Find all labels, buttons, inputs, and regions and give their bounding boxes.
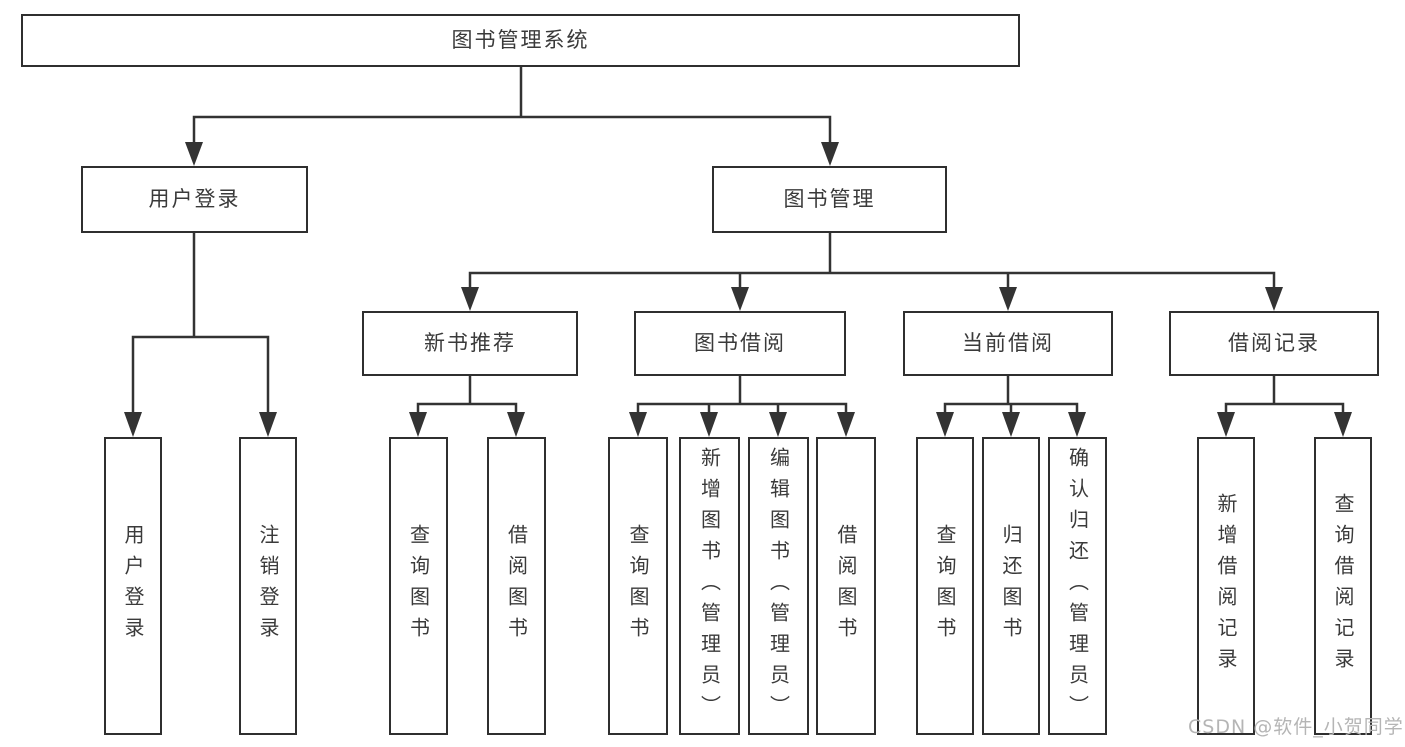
csdn-watermark: CSDN @软件_小贺同学 xyxy=(1188,716,1404,738)
leaf-edit-books-admin: 编辑图书（管理员） xyxy=(748,437,809,735)
leaf-logout-label: 注销登录 xyxy=(256,524,280,648)
node-borrowing-records-label: 借阅记录 xyxy=(1228,331,1320,355)
connector-current-borrow-children xyxy=(936,376,1086,437)
node-library-system-label: 图书管理系统 xyxy=(451,28,590,52)
node-user-login-branch-label: 用户登录 xyxy=(148,187,241,211)
leaf-user-login: 用户登录 xyxy=(104,437,162,735)
connector-book-mgmt-children xyxy=(461,233,1283,311)
leaf-query-books-3: 查询图书 xyxy=(916,437,974,735)
node-current-borrowing: 当前借阅 xyxy=(903,311,1113,376)
leaf-borrow-books-2: 借阅图书 xyxy=(816,437,876,735)
leaf-add-books-admin: 新增图书（管理员） xyxy=(679,437,740,735)
connector-user-login-children xyxy=(124,233,277,437)
node-book-borrowing-label: 图书借阅 xyxy=(694,331,786,355)
leaf-return-books-label: 归还图书 xyxy=(999,524,1023,648)
leaf-query-books-2: 查询图书 xyxy=(608,437,668,735)
leaf-query-books-2-label: 查询图书 xyxy=(626,524,650,648)
leaf-confirm-return-admin-label: 确认归还（管理员） xyxy=(1065,446,1090,726)
leaf-user-login-label: 用户登录 xyxy=(121,524,145,648)
node-library-system: 图书管理系统 xyxy=(21,14,1020,67)
leaf-borrow-books-1-label: 借阅图书 xyxy=(504,524,529,648)
node-current-borrowing-label: 当前借阅 xyxy=(962,331,1054,355)
node-book-management: 图书管理 xyxy=(712,166,947,233)
leaf-return-books: 归还图书 xyxy=(982,437,1040,735)
leaf-add-borrow-record-label: 新增借阅记录 xyxy=(1214,493,1238,679)
leaf-borrow-books-1: 借阅图书 xyxy=(487,437,546,735)
node-book-management-label: 图书管理 xyxy=(783,187,876,211)
connector-book-borrow-children xyxy=(629,376,855,437)
leaf-confirm-return-admin: 确认归还（管理员） xyxy=(1048,437,1107,735)
leaf-query-books-1: 查询图书 xyxy=(389,437,448,735)
connector-root-to-level2 xyxy=(185,67,839,166)
node-borrowing-records: 借阅记录 xyxy=(1169,311,1379,376)
leaf-borrow-books-2-label: 借阅图书 xyxy=(834,524,858,648)
leaf-add-borrow-record: 新增借阅记录 xyxy=(1197,437,1255,735)
leaf-logout: 注销登录 xyxy=(239,437,297,735)
connector-borrow-records-children xyxy=(1217,376,1352,437)
node-new-book-recommend: 新书推荐 xyxy=(362,311,578,376)
leaf-query-borrow-record-label: 查询借阅记录 xyxy=(1331,493,1355,679)
connector-new-books-children xyxy=(409,376,525,437)
leaf-edit-books-admin-label: 编辑图书（管理员） xyxy=(766,446,791,726)
leaf-add-books-admin-label: 新增图书（管理员） xyxy=(697,446,722,726)
node-user-login-branch: 用户登录 xyxy=(81,166,308,233)
leaf-query-books-1-label: 查询图书 xyxy=(406,524,431,648)
leaf-query-borrow-record: 查询借阅记录 xyxy=(1314,437,1372,735)
leaf-query-books-3-label: 查询图书 xyxy=(933,524,957,648)
node-book-borrowing: 图书借阅 xyxy=(634,311,846,376)
node-new-book-recommend-label: 新书推荐 xyxy=(424,331,516,355)
